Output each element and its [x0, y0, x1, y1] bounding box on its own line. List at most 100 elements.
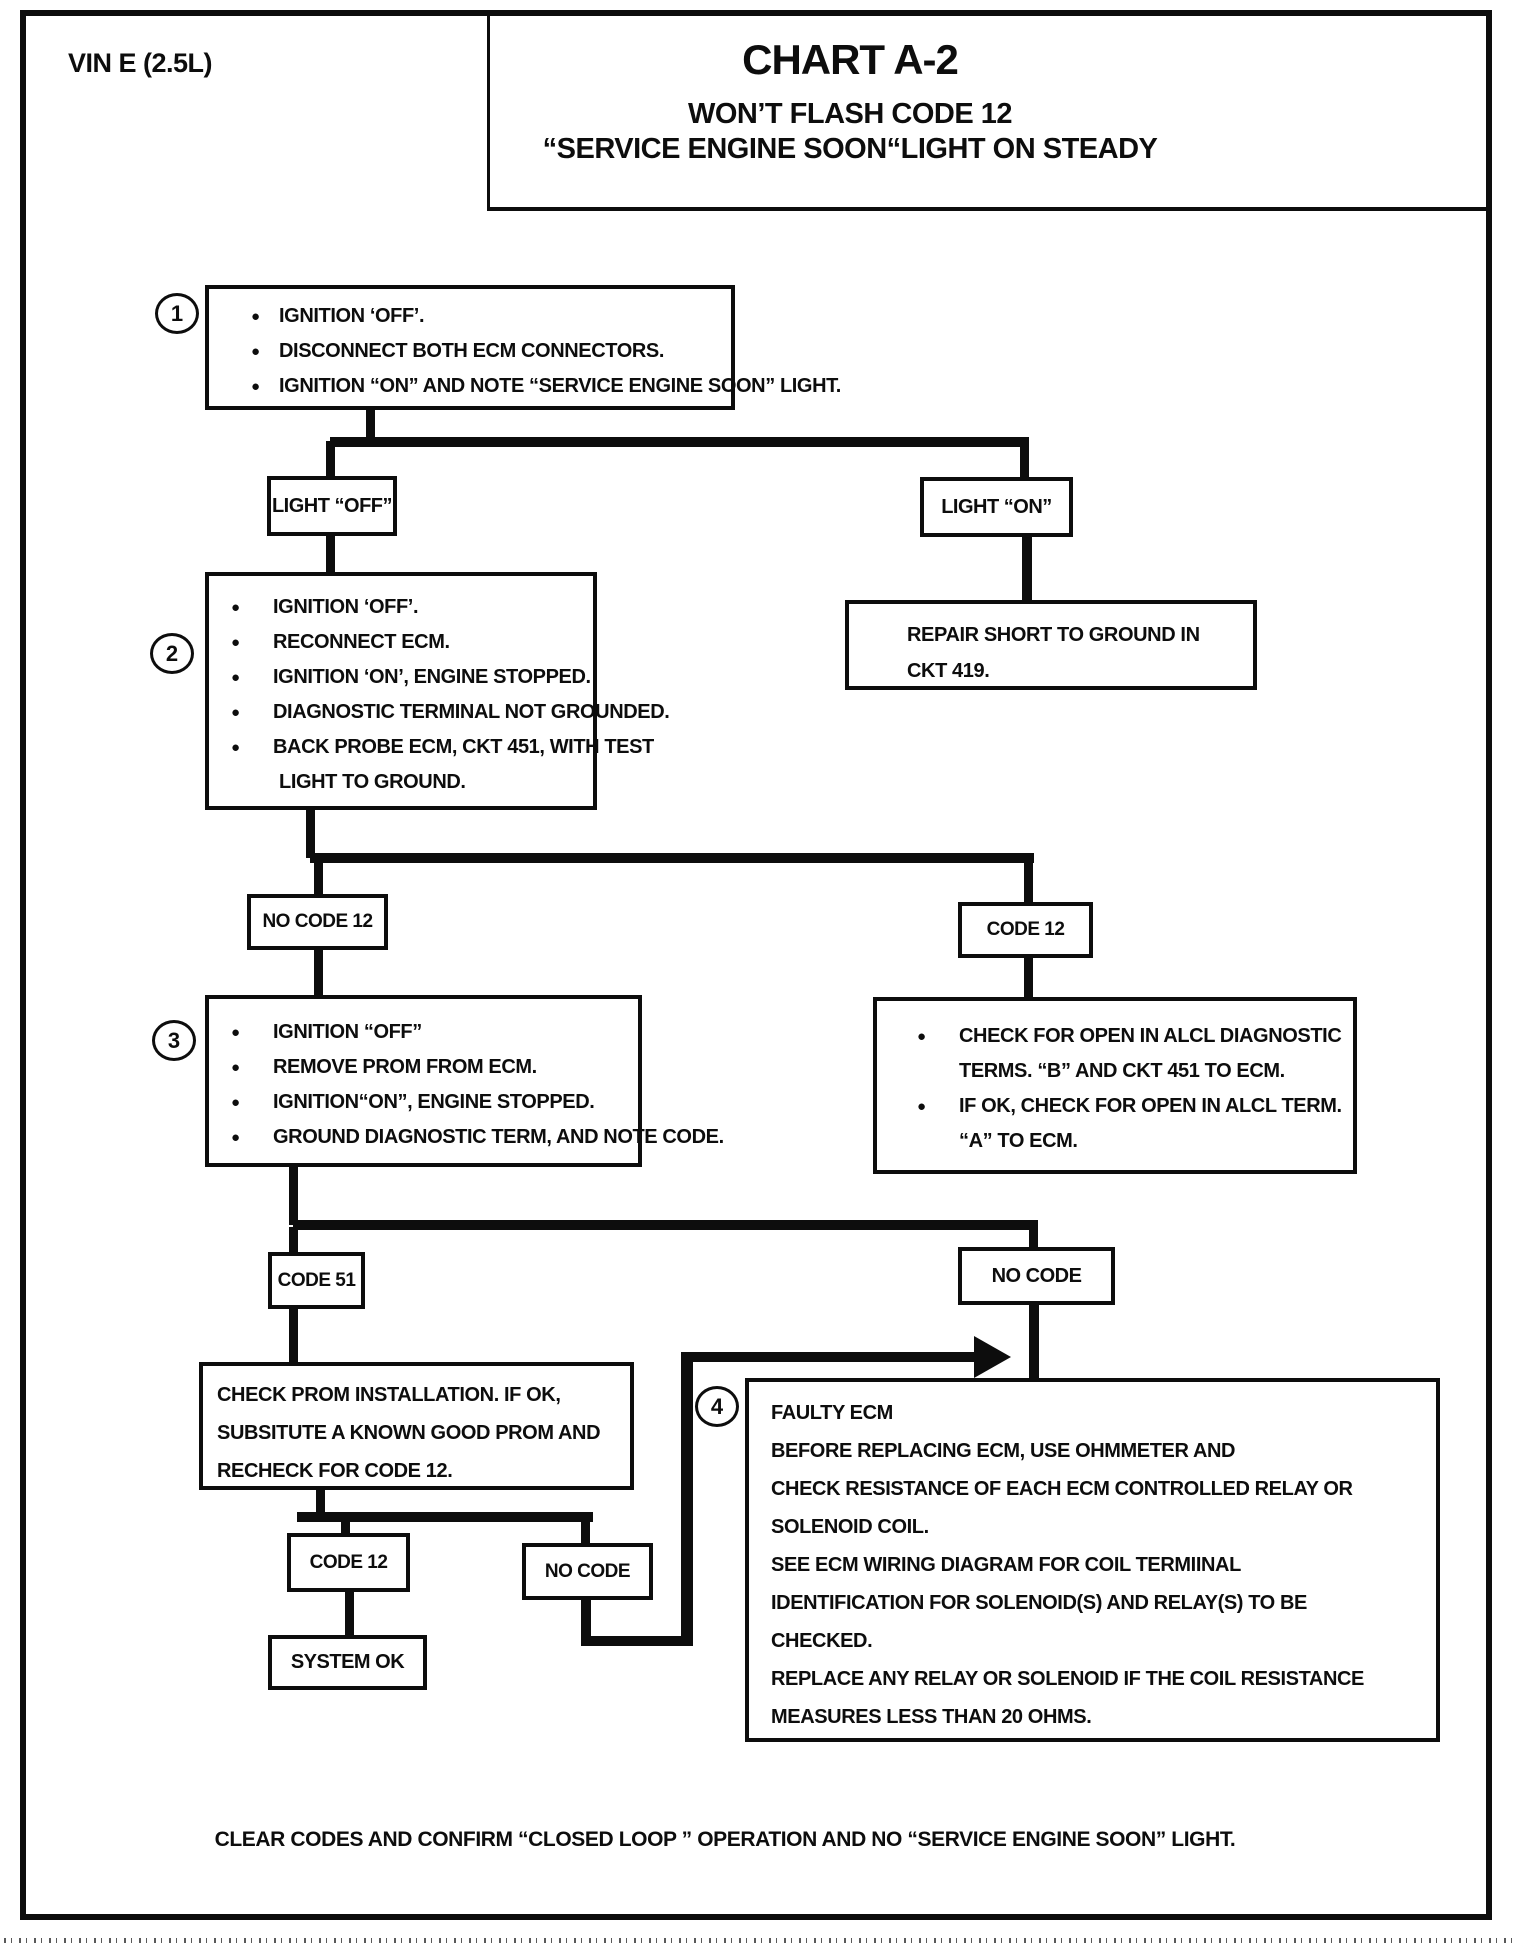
alcl-line: CHECK FOR OPEN IN ALCL DIAGNOSTIC	[877, 1019, 1353, 1054]
step-number-circle: 3	[152, 1020, 196, 1061]
code-12-lower-label: CODE 12	[309, 1551, 388, 1573]
chart-subtitle-line1: WON’T FLASH CODE 12	[687, 98, 1013, 130]
flow-line	[1024, 860, 1033, 904]
alcl-check-box: CHECK FOR OPEN IN ALCL DIAGNOSTIC TERMS.…	[873, 997, 1357, 1174]
no-code-upper-label: NO CODE	[991, 1264, 1082, 1287]
flow-line	[289, 1227, 298, 1254]
flow-line	[341, 1519, 350, 1535]
step2-box: IGNITION ‘OFF’. RECONNECT ECM. IGNITION …	[205, 572, 670, 810]
check-prom-line: CHECK PROM INSTALLATION. IF OK,	[217, 1384, 561, 1406]
flow-line	[581, 1636, 693, 1646]
flow-line	[581, 1519, 590, 1545]
step1-box: IGNITION ‘OFF’. DISCONNECT BOTH ECM CONN…	[205, 285, 841, 410]
flow-line	[1029, 1227, 1038, 1249]
check-prom-box: CHECK PROM INSTALLATION. IF OK, SUBSITUT…	[199, 1362, 634, 1490]
step-number-circle: 4	[695, 1386, 739, 1427]
flow-line	[681, 1352, 693, 1646]
flow-line	[1022, 535, 1032, 602]
step-number: 3	[167, 1027, 181, 1053]
flow-line	[681, 1352, 976, 1362]
code-12-lower-box: CODE 12	[287, 1533, 410, 1592]
flow-line	[1024, 956, 1033, 999]
step3-bullet: IGNITION“ON”, ENGINE STOPPED.	[209, 1085, 638, 1120]
flow-line	[345, 1590, 354, 1636]
step2-bullet-continuation: LIGHT TO GROUND.	[279, 771, 466, 793]
arrow-right-icon	[974, 1336, 1011, 1378]
step2-bullet: DIAGNOSTIC TERMINAL NOT GROUNDED.	[209, 695, 670, 730]
alcl-line: TERMS. “B” AND CKT 451 TO ECM.	[959, 1060, 1285, 1082]
step3-bullet: IGNITION “OFF”	[209, 1015, 638, 1050]
step4-line: SOLENOID COIL.	[771, 1516, 929, 1538]
flow-line	[289, 1307, 298, 1364]
step4-line: SEE ECM WIRING DIAGRAM FOR COIL TERMIINA…	[771, 1554, 1241, 1576]
flow-line	[330, 437, 1029, 447]
system-ok-label: SYSTEM OK	[290, 1651, 405, 1673]
flow-line	[310, 853, 1034, 863]
no-code-12-label: NO CODE 12	[262, 911, 373, 932]
step4-line: IDENTIFICATION FOR SOLENOID(S) AND RELAY…	[771, 1592, 1307, 1614]
vin-label: VIN E (2.5L)	[68, 48, 213, 78]
code-12-label: CODE 12	[986, 919, 1065, 940]
no-code-12-box: NO CODE 12	[247, 894, 388, 950]
flow-line	[316, 1488, 325, 1517]
flow-line	[314, 860, 323, 896]
footer-instruction: CLEAR CODES AND CONFIRM “CLOSED LOOP ” O…	[214, 1828, 1236, 1851]
step-number: 1	[170, 300, 184, 326]
flow-line	[297, 1512, 593, 1522]
flow-line	[293, 1220, 1038, 1230]
step4-line: CHECK RESISTANCE OF EACH ECM CONTROLLED …	[771, 1478, 1353, 1500]
step-number: 2	[165, 640, 179, 666]
step1-bullet: IGNITION ‘OFF’.	[209, 299, 731, 334]
check-prom-line: RECHECK FOR CODE 12.	[217, 1460, 453, 1482]
code-51-label: CODE 51	[277, 1269, 356, 1291]
step2-bullet: BACK PROBE ECM, CKT 451, WITH TEST	[209, 730, 654, 765]
flow-line	[1029, 1303, 1039, 1380]
flow-line	[366, 408, 375, 441]
light-off-box: LIGHT “OFF”	[267, 476, 397, 536]
flow-line	[306, 808, 315, 858]
chart-subtitle-line2: “SERVICE ENGINE SOON“LIGHT ON STEADY	[542, 133, 1158, 165]
step2-bullet: IGNITION ‘ON’, ENGINE STOPPED.	[209, 660, 593, 695]
step3-box: IGNITION “OFF” REMOVE PROM FROM ECM. IGN…	[205, 995, 724, 1167]
step4-line: FAULTY ECM	[771, 1402, 893, 1424]
no-code-upper-box: NO CODE	[958, 1247, 1115, 1305]
step4-line: REPLACE ANY RELAY OR SOLENOID IF THE COI…	[771, 1668, 1364, 1690]
code-51-box: CODE 51	[268, 1252, 365, 1309]
light-on-label: LIGHT “ON”	[941, 495, 1052, 518]
repair-short-box: REPAIR SHORT TO GROUND IN CKT 419.	[845, 600, 1257, 690]
flow-line	[326, 441, 335, 478]
system-ok-box: SYSTEM OK	[268, 1635, 427, 1690]
check-prom-line: SUBSITUTE A KNOWN GOOD PROM AND	[217, 1422, 601, 1444]
alcl-line: IF OK, CHECK FOR OPEN IN ALCL TERM.	[877, 1089, 1353, 1124]
chart-title: CHART A-2	[742, 36, 959, 83]
step-number-circle: 1	[155, 293, 199, 334]
repair-line: REPAIR SHORT TO GROUND IN	[907, 624, 1200, 646]
flow-line	[581, 1598, 591, 1644]
light-on-box: LIGHT “ON”	[920, 477, 1073, 537]
step2-bullet: IGNITION ‘OFF’.	[209, 590, 593, 625]
step3-bullet: REMOVE PROM FROM ECM.	[209, 1050, 638, 1085]
no-code-lower-label: NO CODE	[544, 1560, 631, 1582]
alcl-line: “A” TO ECM.	[959, 1130, 1078, 1152]
step1-bullet: IGNITION “ON” AND NOTE “SERVICE ENGINE S…	[209, 369, 841, 404]
step4-line: MEASURES LESS THAN 20 OHMS.	[771, 1706, 1092, 1728]
faulty-ecm-box: FAULTY ECM BEFORE REPLACING ECM, USE OHM…	[745, 1378, 1440, 1742]
step4-line: CHECKED.	[771, 1630, 873, 1652]
no-code-lower-box: NO CODE	[522, 1543, 653, 1600]
scan-artifact	[4, 1938, 1516, 1943]
page-border	[20, 10, 1492, 1920]
step1-bullet: DISCONNECT BOTH ECM CONNECTORS.	[209, 334, 731, 369]
flow-line	[326, 534, 335, 574]
repair-line: CKT 419.	[907, 660, 990, 682]
code-12-box: CODE 12	[958, 902, 1093, 958]
flow-line	[289, 1165, 298, 1225]
title-box: CHART A-2 WON’T FLASH CODE 12 “SERVICE E…	[487, 16, 1492, 211]
flow-line	[1020, 441, 1029, 479]
step-number-circle: 2	[150, 633, 194, 674]
step4-line: BEFORE REPLACING ECM, USE OHMMETER AND	[771, 1440, 1236, 1462]
light-off-label: LIGHT “OFF”	[271, 494, 393, 517]
step2-bullet: RECONNECT ECM.	[209, 625, 593, 660]
step3-bullet: GROUND DIAGNOSTIC TERM, AND NOTE CODE.	[209, 1120, 724, 1155]
step-number: 4	[710, 1393, 724, 1419]
